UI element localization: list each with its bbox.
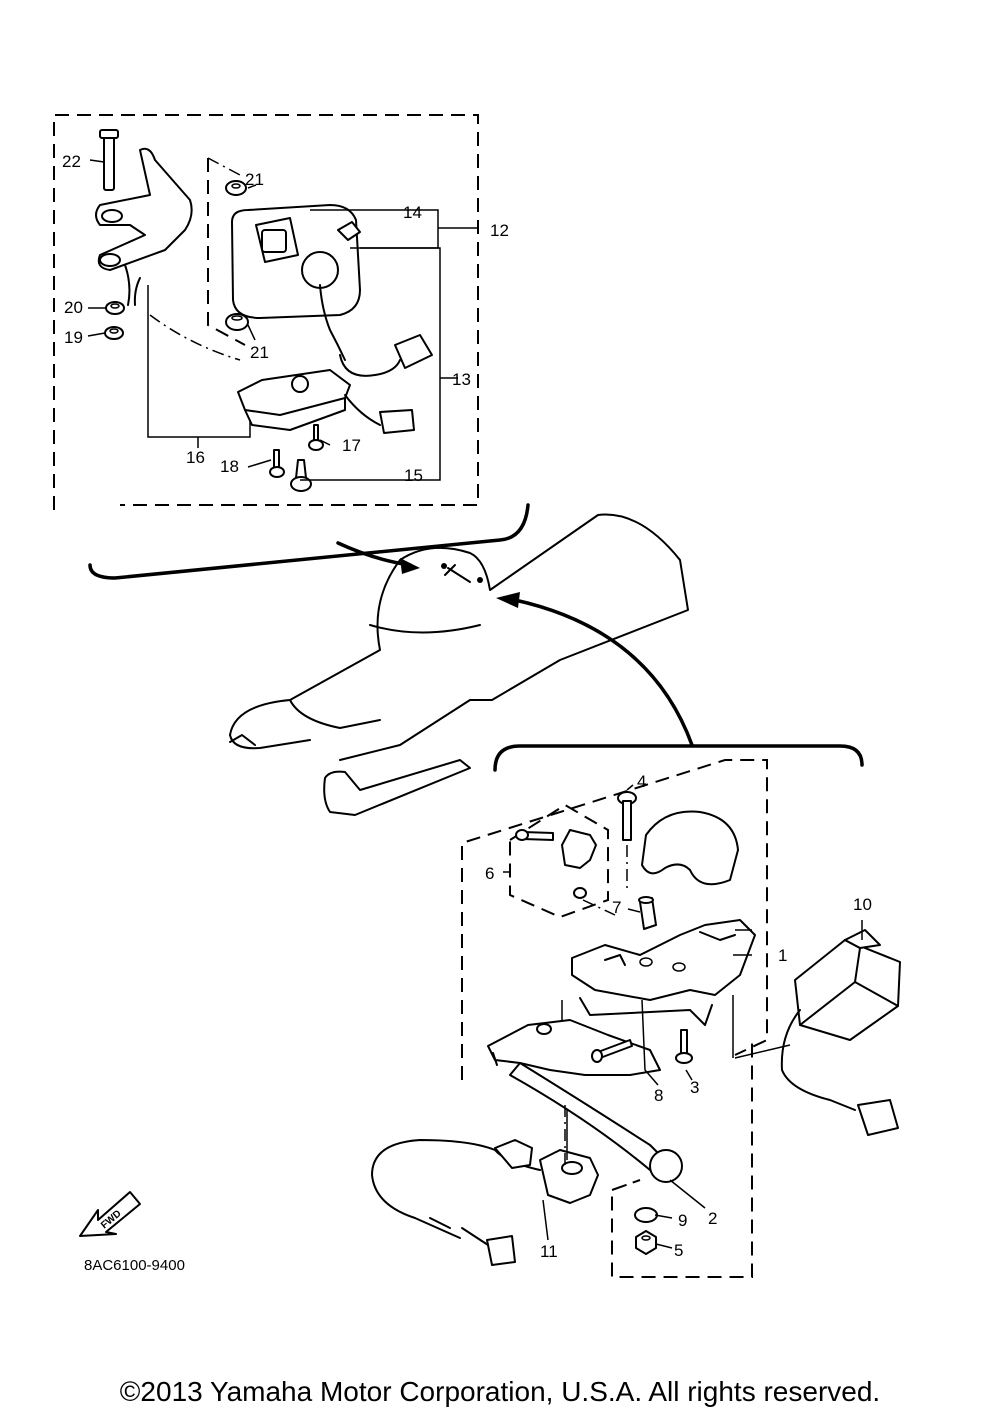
callout-17: 17 bbox=[342, 436, 361, 455]
mounting-bracket bbox=[95, 129, 193, 306]
forward-arrow-icon: FWD bbox=[79, 1191, 141, 1237]
lever-bracket bbox=[571, 919, 756, 1026]
callout-6: 6 bbox=[485, 864, 494, 883]
sleeve-7 bbox=[638, 896, 657, 930]
callout-3: 3 bbox=[690, 1078, 699, 1097]
adjuster-6 bbox=[515, 829, 597, 899]
callout-20: 20 bbox=[64, 298, 83, 317]
callout-2: 2 bbox=[708, 1209, 717, 1228]
callout-22: 22 bbox=[62, 152, 81, 171]
callout-8: 8 bbox=[654, 1086, 663, 1105]
nut-20 bbox=[105, 301, 125, 315]
part-code: 8AC6100-9400 bbox=[84, 1257, 185, 1274]
throttle-lever bbox=[487, 1019, 683, 1183]
callout-4: 4 bbox=[637, 772, 646, 791]
throttle-sensor-11 bbox=[371, 1139, 599, 1266]
callout-13: 13 bbox=[452, 370, 471, 389]
cover-cap bbox=[641, 810, 739, 886]
grommet-21-bottom bbox=[225, 313, 249, 331]
copyright-notice: ©2013 Yamaha Motor Corporation, U.S.A. A… bbox=[119, 1376, 881, 1407]
callout-14: 14 bbox=[403, 203, 422, 222]
washer-19 bbox=[104, 326, 124, 340]
callout-19: 19 bbox=[64, 328, 83, 347]
screw-3 bbox=[675, 1029, 693, 1064]
callout-11: 11 bbox=[540, 1242, 558, 1261]
grommet-21-top bbox=[225, 180, 247, 196]
screw-17 bbox=[308, 424, 324, 451]
washer-9 bbox=[634, 1207, 658, 1223]
leader-lines-bottom bbox=[503, 784, 863, 1249]
controller-module-10 bbox=[780, 929, 901, 1136]
switch-body bbox=[231, 204, 361, 361]
callout-10: 10 bbox=[853, 895, 872, 914]
leader-lines-top bbox=[87, 159, 478, 481]
callout-15: 15 bbox=[404, 466, 423, 485]
snowmobile-outline bbox=[229, 513, 689, 816]
lower-housing bbox=[237, 369, 415, 434]
callout-21-bottom: 21 bbox=[250, 343, 269, 362]
connector-top bbox=[339, 334, 433, 377]
callout-9: 9 bbox=[678, 1211, 687, 1230]
bolt-4 bbox=[617, 791, 637, 890]
callout-7: 7 bbox=[612, 898, 621, 917]
callout-12: 12 bbox=[490, 221, 509, 240]
bottom-assembly-frame bbox=[461, 759, 768, 1278]
callout-21-top: 21 bbox=[245, 170, 264, 189]
grommet-guide-top bbox=[207, 157, 241, 176]
screw-18 bbox=[269, 449, 285, 478]
callout-18: 18 bbox=[220, 457, 239, 476]
alignment-line bbox=[149, 314, 241, 361]
callout-labels: 22 21 14 12 20 19 21 13 17 16 18 15 4 6 … bbox=[62, 152, 872, 1261]
callout-16: 16 bbox=[186, 448, 205, 467]
callout-1: 1 bbox=[778, 946, 787, 965]
pointer-arrows bbox=[336, 541, 864, 772]
screw-8 bbox=[591, 1039, 633, 1063]
callout-5: 5 bbox=[674, 1241, 683, 1260]
bolt-15 bbox=[290, 459, 312, 492]
grommet-guide bbox=[207, 158, 246, 346]
top-assembly-frame bbox=[53, 114, 530, 580]
nut-5 bbox=[635, 1230, 657, 1255]
